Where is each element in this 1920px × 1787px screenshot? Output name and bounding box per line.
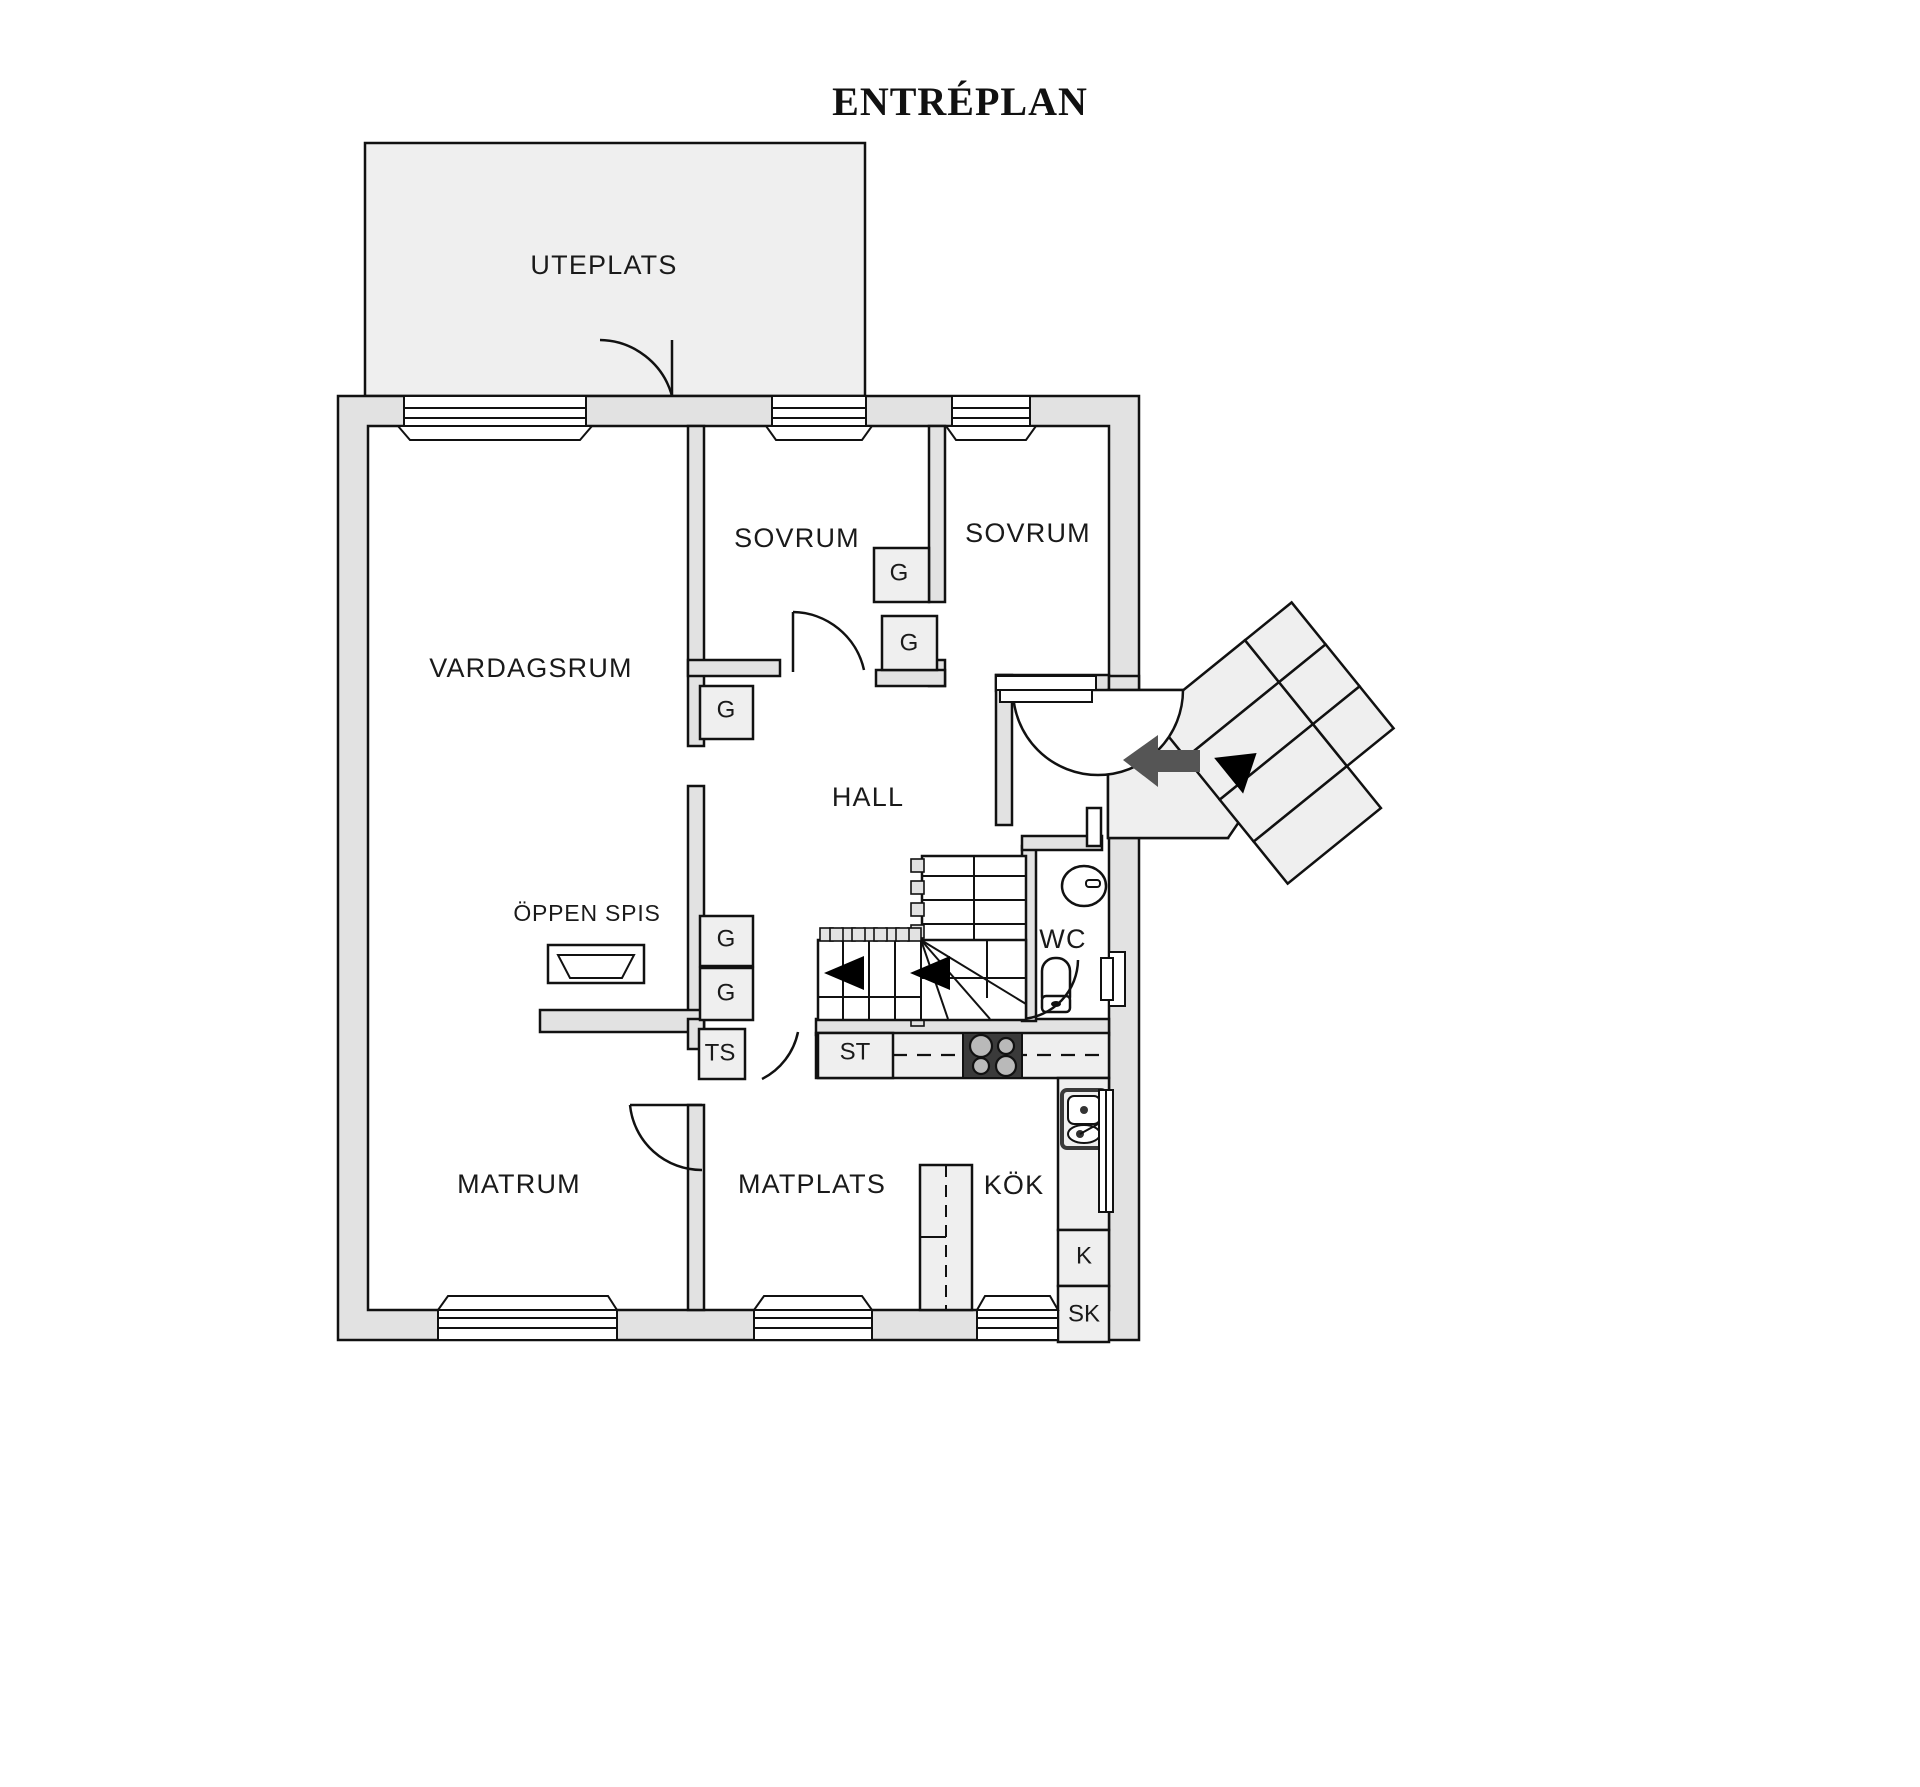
window-top-left [395,395,595,441]
window-bottom-matrum [436,1295,619,1341]
room-labels: UTEPLATS VARDAGSRUM SOVRUM SOVRUM HALL W… [429,250,1091,1200]
windows [395,395,1126,1341]
room-label-hall: HALL [832,782,904,812]
toilet-fixture-icon [1040,956,1072,1014]
window-bottom-matplats [752,1295,874,1341]
terrace-uteplats [363,141,867,398]
window-right-sovrum2 [995,675,1097,703]
cabinet-label-freezer-sk: SK [1068,1300,1100,1327]
cabinet-label-closet-vardagsrum: G [717,696,736,723]
fireplace-fixture-icon [546,943,646,985]
interior-staircase [816,854,1028,1027]
window-bottom-kok [975,1295,1060,1341]
window-right-kok [1098,1089,1114,1213]
room-label-sovrum-1: SOVRUM [734,523,860,553]
annotation-oppen-spis: ÖPPEN SPIS [513,900,660,926]
cabinet-label-closet-hall-lower: G [717,979,736,1006]
cabinet-label-closet-sovrum1-upper: G [890,559,909,586]
room-label-vardagsrum: VARDAGSRUM [429,653,633,683]
window-top-sovrum1 [764,395,874,441]
cooktop-fixture-icon [962,1032,1023,1079]
washbasin-fixture-icon [1060,864,1108,908]
entry-direction-arrow-icon [1123,735,1200,787]
room-label-matplats: MATPLATS [738,1169,886,1199]
door-swings [599,338,866,1172]
exterior-staircase [1149,600,1396,886]
window-top-sovrum2 [944,395,1038,441]
room-label-sovrum-2: SOVRUM [965,518,1091,548]
cabinet-label-closet-hall-upper: G [717,925,736,952]
page-title: ENTRÉPLAN [832,79,1088,124]
cabinet-label-fridge-k: K [1076,1242,1092,1269]
room-label-matrum: MATRUM [457,1169,581,1199]
room-label-wc: WC [1039,924,1086,954]
cabinet-label-closet-sovrum1-lower: G [900,629,919,656]
cabinet-label-laundry-ts: TS [705,1039,736,1066]
wc-room [1021,864,1108,1021]
window-right-wc [1100,951,1126,1007]
cabinet-label-storage-st: ST [840,1038,871,1065]
cabinet-boxes [697,546,939,1081]
room-label-uteplats: UTEPLATS [530,250,677,280]
cabinet-labels: G G G G G TS ST K SK [705,559,1100,1327]
room-label-kok: KÖK [984,1170,1045,1200]
